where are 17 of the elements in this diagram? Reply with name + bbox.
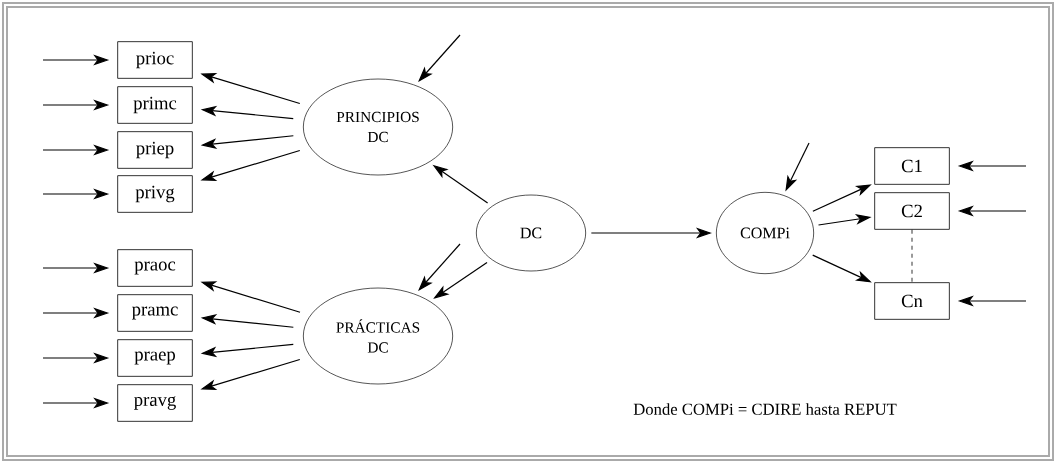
- variable-box: praep: [117, 339, 193, 377]
- variable-box: C2: [874, 192, 950, 230]
- variable-box: C1: [874, 147, 950, 185]
- ellipse-node: PRINCIPIOS DC: [303, 78, 453, 176]
- variable-box: prioc: [117, 41, 193, 79]
- note: Donde COMPi = CDIRE hasta REPUT: [633, 403, 897, 415]
- variable-box: privg: [117, 175, 193, 213]
- variable-box: praoc: [117, 249, 193, 287]
- ellipse-node: DC: [476, 194, 586, 272]
- connector-line: [911, 229, 913, 283]
- variable-box: Cn: [874, 282, 950, 320]
- variable-box: pramc: [117, 294, 193, 332]
- variable-box: primc: [117, 86, 193, 124]
- ellipse-node: PRÁCTICAS DC: [303, 287, 453, 385]
- variable-box: priep: [117, 131, 193, 169]
- ellipse-node: COMPi: [716, 192, 814, 274]
- variable-box: pravg: [117, 384, 193, 422]
